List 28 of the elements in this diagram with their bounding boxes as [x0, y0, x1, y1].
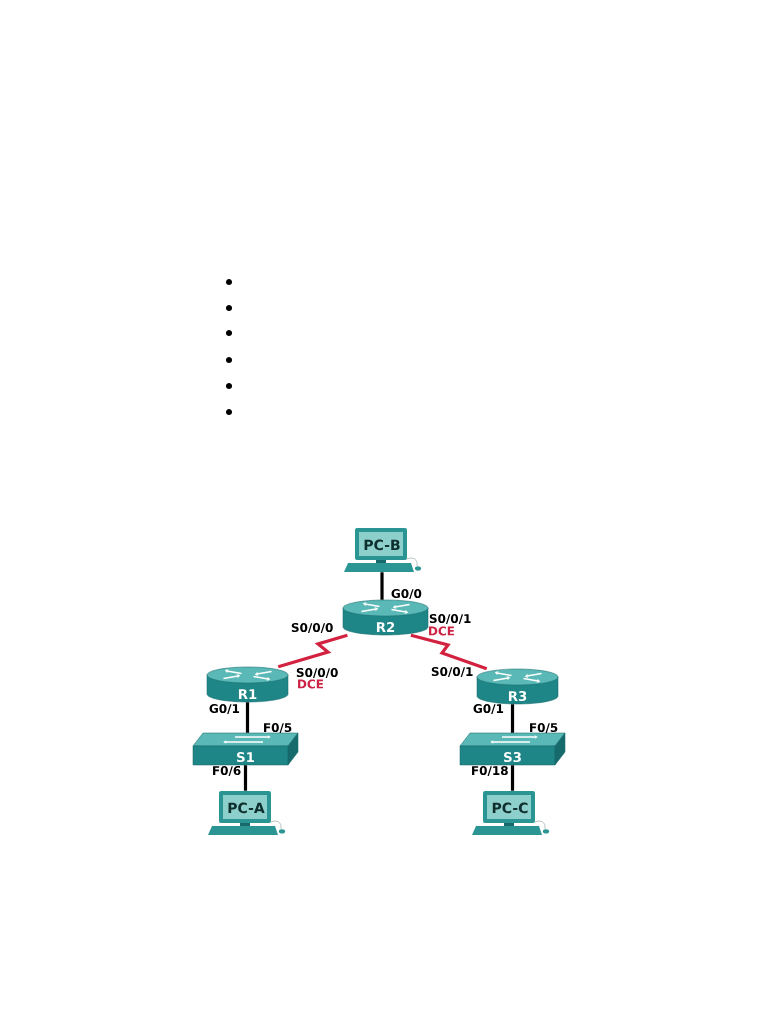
switch: S1 [192, 732, 299, 766]
computer: PC-B [344, 528, 422, 572]
computer: PC-A [208, 791, 286, 835]
port-label: S0/0/0 [291, 623, 333, 633]
serial-link [410, 633, 488, 671]
router: R1 [206, 666, 289, 703]
port-label: F0/18 [472, 766, 508, 776]
cable [243, 765, 248, 791]
port-label: G0/0 [391, 589, 422, 599]
cable [245, 702, 250, 733]
router: R2 [342, 599, 429, 636]
switch: S3 [459, 732, 566, 766]
port-label: F0/5 [264, 723, 292, 733]
computer: PC-C [472, 791, 550, 835]
serial-link [277, 633, 348, 669]
router: R3 [476, 668, 559, 705]
port-label: S0/0/0 [296, 668, 338, 678]
port-label: F0/6 [213, 766, 241, 776]
port-label: DCE [429, 626, 454, 636]
cable [380, 572, 384, 600]
port-label: S0/0/1 [429, 614, 471, 624]
port-label: G0/1 [209, 704, 240, 714]
port-label: S0/0/1 [431, 667, 473, 677]
cable [510, 704, 515, 733]
port-label: F0/5 [530, 723, 558, 733]
cable [510, 765, 515, 791]
port-label: G0/1 [473, 704, 504, 714]
port-label: DCE [298, 679, 323, 689]
